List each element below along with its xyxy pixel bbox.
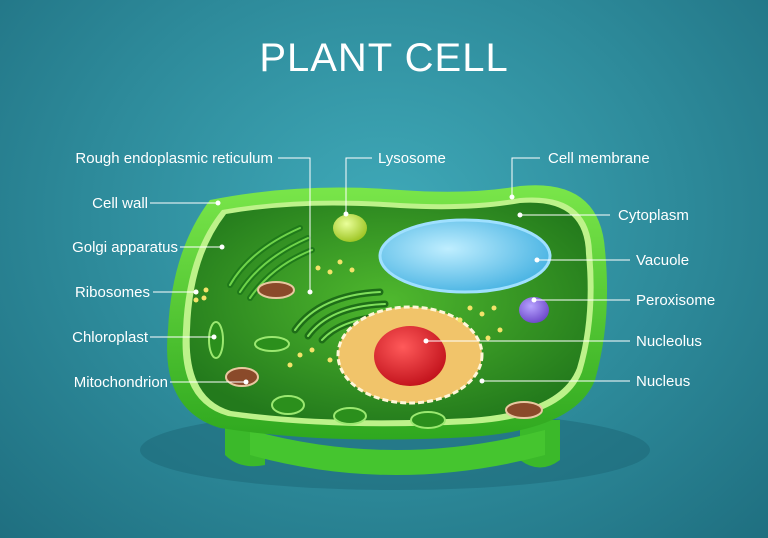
label-golgi-apparatus: Golgi apparatus [72,239,178,256]
label-nucleolus: Nucleolus [636,333,702,350]
label-cell-membrane: Cell membrane [548,150,650,167]
label-nucleus: Nucleus [636,373,691,390]
label-cell-wall: Cell wall [92,195,148,212]
label-vacuole: Vacuole [636,252,690,269]
chloroplasts [208,321,446,429]
peroxisome [519,297,549,323]
label-rough-er: Rough endoplasmic reticulum [75,150,273,167]
label-ribosomes: Ribosomes [74,284,150,301]
label-cytoplasm: Cytoplasm [618,207,689,224]
ribosomes [193,259,503,368]
lysosome [333,214,367,242]
vacuole [378,218,552,294]
label-mitochondrion: Mitochondrion [73,374,168,391]
label-peroxisome: Peroxisome [636,292,716,309]
nucleolus [374,326,446,386]
diagram-title: PLANT CELL [259,36,509,80]
mitochondria [225,281,543,419]
leader-lines [150,157,630,383]
label-lysosome: Lysosome [378,150,446,167]
label-chloroplast: Chloroplast [72,329,148,346]
leader-dots [193,194,540,385]
